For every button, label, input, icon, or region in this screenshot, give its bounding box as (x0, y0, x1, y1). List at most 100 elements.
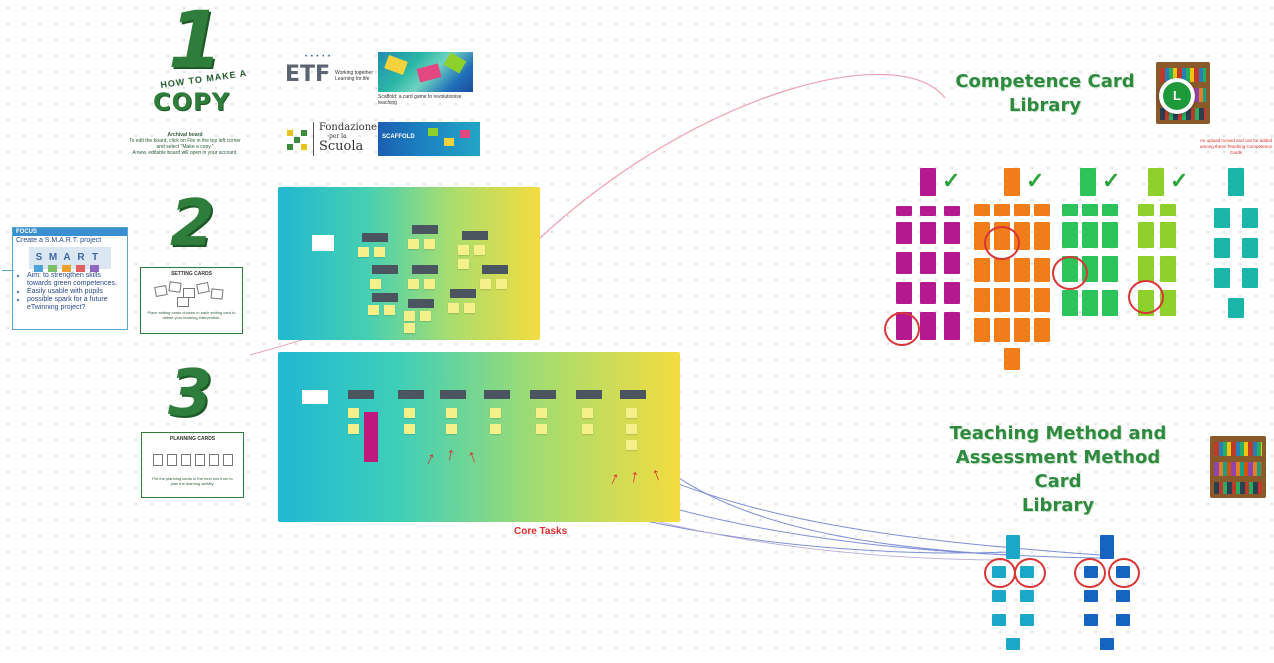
library-card[interactable] (1102, 256, 1118, 282)
library-card[interactable] (992, 590, 1006, 602)
board-card[interactable] (450, 289, 476, 298)
library-card[interactable] (1062, 204, 1078, 216)
library-card[interactable] (1020, 590, 1034, 602)
library-card[interactable] (1034, 222, 1050, 250)
user-avatar[interactable]: L (1159, 78, 1195, 114)
library-card[interactable] (1014, 318, 1030, 342)
library-card[interactable] (1014, 204, 1030, 216)
library-card[interactable] (1228, 298, 1244, 318)
library-card[interactable] (944, 282, 960, 304)
library-card[interactable] (1228, 168, 1244, 196)
library-card[interactable] (1214, 208, 1230, 228)
sticky-note[interactable] (424, 239, 435, 249)
library-card[interactable] (1034, 288, 1050, 312)
sticky-note[interactable] (404, 323, 415, 333)
library-card[interactable] (920, 168, 936, 196)
library-card[interactable] (1014, 258, 1030, 282)
library-card[interactable] (1102, 204, 1118, 216)
library-card[interactable] (1160, 204, 1176, 216)
board-card[interactable] (620, 390, 646, 399)
library-card[interactable] (920, 252, 936, 274)
board-card[interactable] (462, 231, 488, 240)
library-card[interactable] (1100, 535, 1114, 559)
board-card[interactable] (372, 293, 398, 302)
library-card[interactable] (1062, 222, 1078, 248)
sticky-note[interactable] (384, 305, 395, 315)
setting-board[interactable] (278, 187, 540, 340)
sticky-note[interactable] (464, 303, 475, 313)
sticky-note[interactable] (446, 424, 457, 434)
sticky-note[interactable] (536, 408, 547, 418)
library-card[interactable] (1160, 290, 1176, 316)
sticky-note[interactable] (374, 247, 385, 257)
library-card[interactable] (920, 222, 936, 244)
planning-board[interactable] (278, 352, 680, 522)
board-card[interactable] (412, 265, 438, 274)
library-card[interactable] (1242, 208, 1258, 228)
library-card[interactable] (1062, 290, 1078, 316)
library-card[interactable] (1214, 238, 1230, 258)
library-card[interactable] (1242, 268, 1258, 288)
library-card[interactable] (1084, 614, 1098, 626)
library-card[interactable] (1080, 168, 1096, 196)
library-card[interactable] (1116, 614, 1130, 626)
library-card[interactable] (1004, 168, 1020, 196)
library-card[interactable] (1102, 290, 1118, 316)
library-card[interactable] (1084, 590, 1098, 602)
library-card[interactable] (1138, 222, 1154, 248)
library-card[interactable] (1020, 614, 1034, 626)
sticky-note[interactable] (358, 247, 369, 257)
sticky-note[interactable] (408, 279, 419, 289)
sticky-note[interactable] (490, 424, 501, 434)
library-card[interactable] (944, 222, 960, 244)
board-card[interactable] (408, 299, 434, 308)
library-card[interactable] (1014, 288, 1030, 312)
library-card[interactable] (974, 258, 990, 282)
sticky-note[interactable] (404, 424, 415, 434)
library-card[interactable] (944, 206, 960, 216)
library-card[interactable] (1100, 638, 1114, 650)
library-card[interactable] (1138, 204, 1154, 216)
board-card[interactable] (482, 265, 508, 274)
sticky-note[interactable] (626, 440, 637, 450)
library-card[interactable] (994, 288, 1010, 312)
library-card[interactable] (1160, 222, 1176, 248)
sticky-note[interactable] (404, 311, 415, 321)
board-card[interactable] (484, 390, 510, 399)
sticky-note[interactable] (480, 279, 491, 289)
planning-cards-box[interactable]: PLANNING CARDS Put the planning cards in… (141, 432, 244, 498)
library-card[interactable] (944, 252, 960, 274)
library-card[interactable] (896, 206, 912, 216)
library-card[interactable] (1006, 638, 1020, 650)
sticky-note[interactable] (490, 408, 501, 418)
sticky-note[interactable] (458, 245, 469, 255)
board-card[interactable] (348, 390, 374, 399)
sticky-note[interactable] (420, 311, 431, 321)
sticky-note[interactable] (626, 408, 637, 418)
library-card[interactable] (974, 318, 990, 342)
board-card[interactable] (440, 390, 466, 399)
library-card[interactable] (1102, 222, 1118, 248)
sticky-note[interactable] (582, 424, 593, 434)
sticky-note[interactable] (448, 303, 459, 313)
sticky-note[interactable] (536, 424, 547, 434)
library-card[interactable] (1214, 268, 1230, 288)
library-card[interactable] (1082, 222, 1098, 248)
sticky-note[interactable] (370, 279, 381, 289)
library-card[interactable] (1006, 535, 1020, 559)
sticky-note[interactable] (626, 424, 637, 434)
library-card[interactable] (896, 222, 912, 244)
library-card[interactable] (1116, 590, 1130, 602)
sticky-note[interactable] (458, 259, 469, 269)
sticky-note[interactable] (446, 408, 457, 418)
library-card[interactable] (896, 282, 912, 304)
library-card[interactable] (974, 204, 990, 216)
library-card[interactable] (1160, 256, 1176, 282)
library-card[interactable] (944, 312, 960, 340)
library-card[interactable] (994, 318, 1010, 342)
library-card[interactable] (992, 614, 1006, 626)
sticky-note[interactable] (496, 279, 507, 289)
sticky-note[interactable] (424, 279, 435, 289)
library-card[interactable] (1138, 256, 1154, 282)
sticky-note[interactable] (408, 239, 419, 249)
